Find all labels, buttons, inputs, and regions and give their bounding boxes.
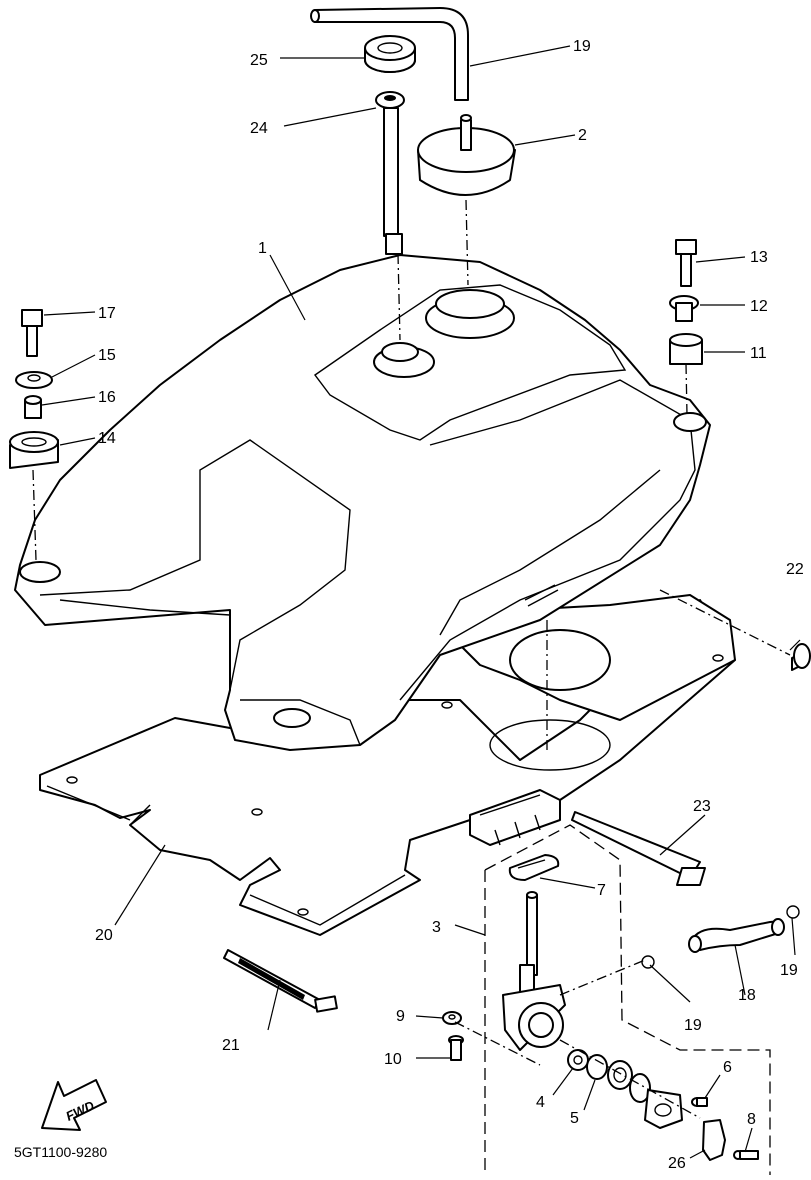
callout-19-right: 19 xyxy=(780,962,798,979)
fuel-hose-18 xyxy=(688,918,785,953)
callout-16: 16 xyxy=(98,389,116,406)
callout-14: 14 xyxy=(98,430,116,447)
cable-tie-22 xyxy=(223,949,338,1013)
lever-plate xyxy=(644,1089,683,1129)
damper-11 xyxy=(669,333,703,365)
callout-9: 9 xyxy=(396,1008,405,1025)
fwd-arrow-icon: FWD xyxy=(41,1079,107,1131)
callout-27: 26 xyxy=(668,1155,686,1172)
callout-3: 3 xyxy=(432,919,441,936)
bolt-17 xyxy=(21,309,43,357)
damper-14 xyxy=(9,431,59,469)
callout-17: 17 xyxy=(98,305,116,322)
collar-16 xyxy=(24,395,42,419)
screw-6 xyxy=(691,1097,708,1107)
callout-5: 5 xyxy=(570,1110,579,1127)
fuel-cock-assembly-outline xyxy=(484,824,771,1175)
leader-lines xyxy=(41,45,801,1159)
callout-24: 23 xyxy=(693,798,711,815)
cable-tie-24 xyxy=(571,811,706,886)
center-lines xyxy=(32,199,791,1119)
callout-26: 25 xyxy=(250,52,268,69)
callout-22: 21 xyxy=(222,1037,240,1054)
callout-15: 15 xyxy=(98,347,116,364)
screw-8 xyxy=(733,1150,759,1160)
part-code: 5GT1100-9280 xyxy=(14,1144,107,1160)
callout-11: 11 xyxy=(750,345,767,362)
hose-clip-19b xyxy=(641,955,655,969)
callout-23: 22 xyxy=(786,561,804,578)
diaphragm xyxy=(607,1060,651,1103)
breather-hose xyxy=(310,7,469,101)
gasket-7 xyxy=(508,854,560,881)
collar-12 xyxy=(669,295,699,322)
callout-20: 19 xyxy=(573,38,591,55)
washer-9 xyxy=(442,1011,462,1025)
grommet-26 xyxy=(364,35,416,73)
lever-27 xyxy=(702,1119,726,1161)
callout-19-left: 19 xyxy=(684,1017,702,1034)
callout-1: 1 xyxy=(258,240,267,257)
clip-23 xyxy=(791,643,811,671)
fuel-cock xyxy=(502,891,566,1051)
callout-4: 4 xyxy=(536,1094,545,1111)
screw-10 xyxy=(448,1035,464,1061)
callout-18: 18 xyxy=(738,987,756,1004)
callout-10: 10 xyxy=(384,1051,402,1068)
callout-21: 20 xyxy=(95,927,113,944)
callout-8: 8 xyxy=(747,1111,756,1128)
washer-15 xyxy=(15,371,53,389)
callout-13: 13 xyxy=(750,249,768,266)
callout-25: 24 xyxy=(250,120,268,137)
hose-holder xyxy=(469,789,561,846)
o-ring-4 xyxy=(567,1049,589,1071)
fuel-tank xyxy=(14,254,711,771)
o-ring-5 xyxy=(586,1054,608,1080)
vent-pipe xyxy=(375,91,405,255)
callout-6: 6 xyxy=(723,1059,732,1076)
hose-clip-19a xyxy=(786,905,800,919)
bolt-13 xyxy=(675,239,697,287)
callout-12: 12 xyxy=(750,298,768,315)
callout-2: 2 xyxy=(578,127,587,144)
callout-labels: 25 24 19 2 1 13 12 11 17 15 16 14 22 23 … xyxy=(95,38,804,1172)
tank-bottom-plate xyxy=(39,599,736,936)
callout-7: 7 xyxy=(597,882,606,899)
fuel-cap xyxy=(417,114,516,196)
